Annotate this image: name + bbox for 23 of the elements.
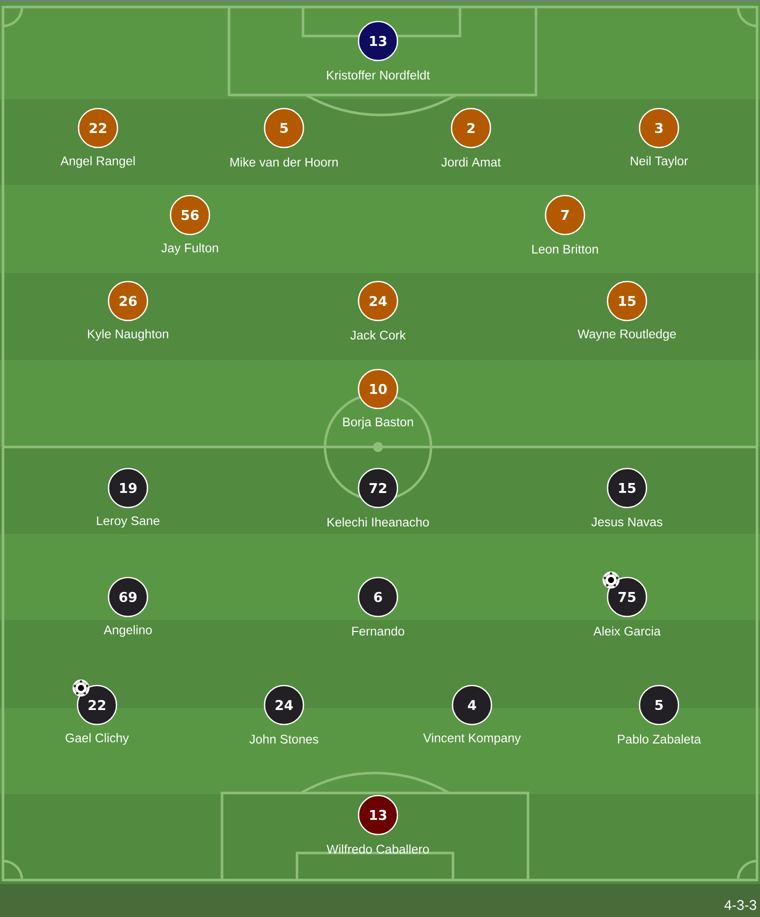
player-name: Vincent Kompany [423,733,521,745]
player-name: Fernando [352,626,404,636]
player-name: Kristoffer Nordfeldt [327,70,430,80]
player-name: Angel Rangel [60,156,135,168]
player-name: Jesus Navas [591,518,662,526]
player-name: Jordi Amat [441,157,501,167]
player-name: Leroy Sane [97,516,160,528]
player-name: Borja Baston [343,417,413,429]
player-name: Jack Cork [350,330,406,340]
player-name: Wayne Routledge [578,329,676,341]
player-name: John Stones [249,734,318,744]
player-name: Kyle Naughton [88,329,168,341]
player-name: Jay Fulton [161,243,218,255]
formation-label: 4-3-3 [724,900,756,910]
player-name: Aleix Garcia [593,626,661,636]
player-name: Wilfredo Caballero [326,844,429,854]
player-name: Kelechi Iheanacho [328,517,429,527]
player-name: Leon Britton [532,244,598,254]
player-name: Angelino [104,625,152,637]
player-name: Pablo Zabaleta [618,734,702,744]
player-name: Neil Taylor [630,156,688,168]
player-name: Gael Clichy [66,733,129,745]
player-name: Mike van der Hoorn [230,157,338,167]
